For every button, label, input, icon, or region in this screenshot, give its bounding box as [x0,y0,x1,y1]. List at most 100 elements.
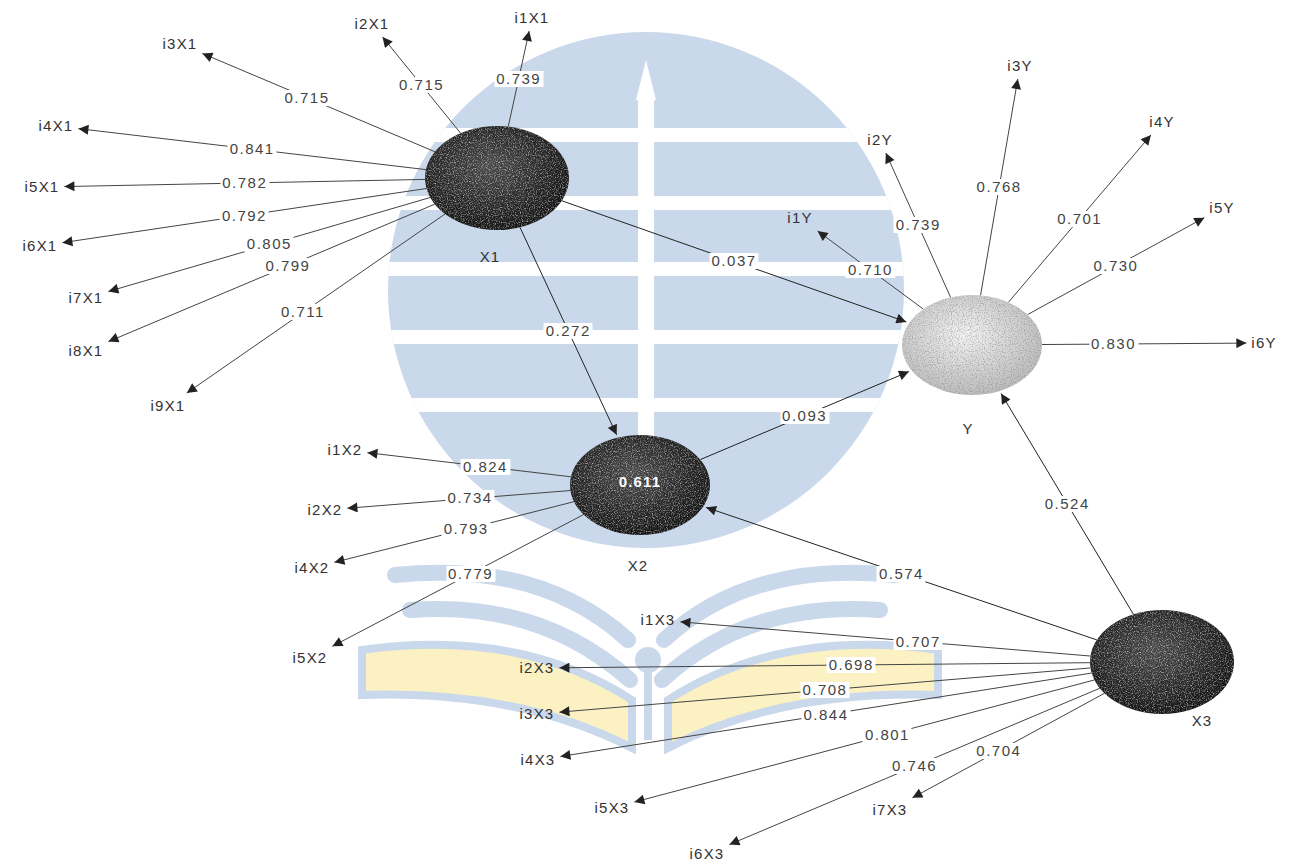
coefficient-label: 0.801 [863,727,912,743]
path-arrow [706,507,1097,639]
indicator-label: i5Y [1207,198,1236,218]
loading-arrow [108,197,430,291]
r-square-value: 0.611 [619,473,662,490]
indicator-name: i7X3 [873,801,908,818]
ellipse-shape [902,295,1042,395]
indicator-name: i2X2 [308,501,343,518]
latent-variable-ellipse: X3 [1090,610,1234,714]
logo-pages [362,645,938,748]
coefficient-label: 0.805 [245,236,294,252]
indicator-name: i6Y [1251,334,1276,351]
indicator-label: i3X1 [161,34,200,54]
indicator-label: i3Y [1005,56,1034,76]
indicator-label: i4X1 [37,116,76,136]
indicator-name: i1Y [787,209,812,226]
loading-arrow [62,188,426,242]
coefficient-label: 0.792 [220,208,269,224]
indicator-name: i2X1 [355,15,390,32]
indicator-label: i2X3 [518,658,557,678]
ellipse-fill [902,295,1042,395]
loading-arrow [367,453,571,477]
indicator-name: i1X3 [641,611,676,628]
path-arrow [1001,394,1133,615]
loading-arrow [383,37,461,133]
indicator-name: i1X1 [515,9,550,26]
loading-arrow [1028,218,1205,315]
variable-name: X2 [628,557,649,574]
variable-name: X3 [1192,712,1213,729]
indicator-label: i2Y [865,130,894,150]
indicator-label: i4Y [1147,112,1176,132]
indicator-name: i4X2 [295,559,330,576]
indicator-label: i7X3 [871,800,910,820]
ellipse-fill [425,126,569,230]
indicator-name: i3X3 [520,705,555,722]
indicator-name: i3Y [1007,57,1032,74]
coefficient-label: 0.037 [710,253,759,269]
indicator-label: i5X1 [23,177,62,197]
indicator-name: i4X3 [521,751,556,768]
indicator-label: i6Y [1249,333,1278,353]
latent-variable-ellipse: Y [902,295,1042,395]
indicator-label: i8X1 [67,341,106,361]
coefficient-label: 0.711 [279,304,327,320]
loading-arrow [912,693,1104,798]
loading-arrow [187,214,445,393]
variable-name: Y [962,420,973,437]
coefficient-label: 0.779 [446,566,495,582]
loading-arrow [78,129,426,170]
coefficient-label: 0.272 [544,323,593,339]
coefficient-label: 0.707 [894,634,943,650]
indicator-label: i1X2 [326,440,365,460]
loading-arrow [680,622,1090,656]
variable-name: X1 [480,248,501,265]
indicator-name: i2Y [867,131,892,148]
coefficient-label: 0.824 [461,459,510,475]
loading-arrow [332,515,583,647]
coefficient-label: 0.730 [1091,258,1140,274]
ellipse-texture [570,435,710,535]
loading-arrow [1042,343,1246,344]
coefficient-label: 0.830 [1089,336,1138,352]
coefficient-label: 0.768 [975,179,1024,195]
ellipse-shape [1090,610,1234,714]
indicator-label: i7X1 [67,288,106,308]
indicator-name: i1X2 [328,441,363,458]
coefficient-label: 0.093 [780,408,829,424]
coefficient-label: 0.799 [263,258,312,274]
coefficient-label: 0.708 [800,682,849,698]
ellipse-texture [1090,610,1234,714]
ellipse-fill [570,435,710,535]
path-arrow [562,201,907,322]
coefficient-label: 0.698 [827,657,876,673]
logo-globe [380,32,920,548]
loading-arrow [634,680,1094,802]
indicator-label: i1Y [785,208,814,228]
indicator-name: i6X3 [690,845,725,862]
indicator-name: i5Y [1209,199,1234,216]
indicator-name: i5X1 [25,178,60,195]
ellipse-fill [1090,610,1234,714]
coefficient-label: 0.701 [1055,211,1104,227]
coefficient-label: 0.746 [890,758,939,774]
indicator-label: i2X1 [353,14,392,34]
coefficient-label: 0.715 [282,90,331,106]
indicator-label: i6X3 [688,844,727,864]
indicator-name: i4X1 [39,117,74,134]
coefficient-label: 0.574 [877,566,926,582]
indicator-label: i9X1 [149,396,188,416]
indicator-name: i2X3 [520,659,555,676]
ellipse-texture [425,126,569,230]
loading-arrow [818,231,924,309]
indicator-label: i5X2 [291,648,330,668]
coefficient-label: 0.844 [801,707,850,723]
loading-arrow [886,153,951,297]
coefficient-label: 0.841 [228,141,277,157]
coefficient-label: 0.793 [442,521,491,537]
indicator-name: i8X1 [69,342,104,359]
loading-arrow [347,491,570,509]
coefficient-label: 0.739 [494,71,543,87]
